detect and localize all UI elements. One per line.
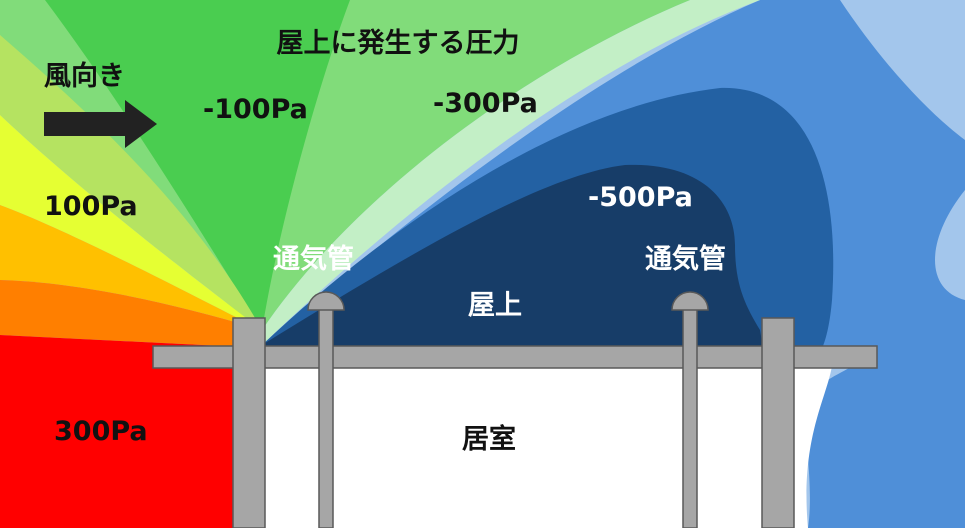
- wind-direction-label: 風向き: [44, 60, 125, 92]
- pressure-label-100: 100Pa: [44, 191, 138, 222]
- wind-arrow-icon: [44, 100, 157, 148]
- pressure-label-minus-300: -300Pa: [433, 88, 538, 119]
- pressure-label-minus-100: -100Pa: [203, 94, 308, 125]
- building-structure: [152, 291, 878, 528]
- band-navy: [262, 164, 765, 360]
- vent-pipe-label-left: 通気管: [273, 243, 354, 275]
- left-wall-column: [232, 317, 266, 528]
- band-red: [0, 335, 262, 528]
- room-interior: [262, 366, 832, 528]
- band-yellow: [0, 115, 262, 330]
- band-orange: [0, 280, 262, 348]
- vent-pipe-label-right: 通気管: [645, 243, 726, 275]
- pressure-label-300: 300Pa: [54, 416, 148, 447]
- left-vent-pipe: [318, 307, 334, 528]
- right-vent-pipe: [682, 307, 698, 528]
- band-amber: [0, 205, 262, 330]
- diagram-title: 屋上に発生する圧力: [277, 28, 520, 59]
- labels: 屋上に発生する圧力 風向き 100Pa 300Pa -100Pa -300Pa …: [44, 28, 726, 455]
- left-vent-cap-icon: [307, 291, 345, 311]
- right-vent-cap-icon: [671, 291, 709, 311]
- roof-label: 屋上: [468, 290, 522, 321]
- right-wall-column: [761, 317, 795, 528]
- band-yellow-green: [0, 35, 262, 330]
- band-green: [45, 0, 350, 330]
- pressure-label-minus-500: -500Pa: [588, 182, 693, 213]
- room-label: 居室: [462, 423, 516, 455]
